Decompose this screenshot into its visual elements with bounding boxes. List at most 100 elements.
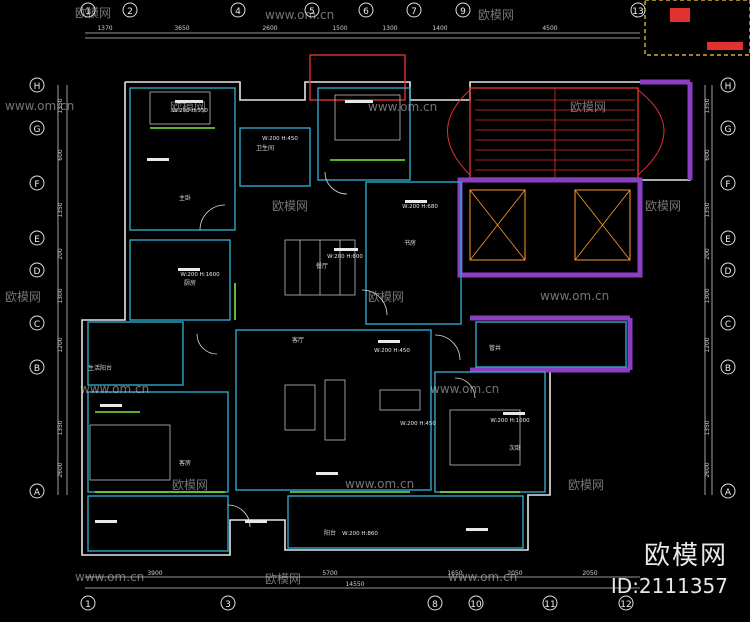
grid-right-bubble: A xyxy=(720,483,736,499)
grid-top-bubble: 5 xyxy=(304,2,320,18)
svg-text:H: H xyxy=(34,82,41,92)
watermark-url-2: www.om.cn xyxy=(5,99,75,113)
svg-text:F: F xyxy=(34,180,39,190)
svg-text:E: E xyxy=(34,235,40,245)
dim-right-label: 1350 xyxy=(704,98,711,113)
dim-right-label: 2600 xyxy=(704,462,711,477)
dim-right-label: 600 xyxy=(704,149,711,161)
purple-walls xyxy=(470,79,693,373)
dim-bottom-label: 2050 xyxy=(582,570,597,577)
watermark-url-9: www.om.cn xyxy=(448,570,518,584)
room-label: 厨房 xyxy=(184,279,196,287)
svg-text:B: B xyxy=(725,364,731,374)
grid-left-bubble: E xyxy=(29,230,45,246)
svg-text:4: 4 xyxy=(235,7,241,17)
watermark-url-6: www.om.cn xyxy=(430,382,500,396)
room-tag-dining: W:200 H:600 xyxy=(327,254,363,260)
grid-right-bubble: G xyxy=(720,120,736,136)
bottom-dimension-line xyxy=(85,576,640,589)
grid-top-bubble: 1 xyxy=(80,2,96,18)
dim-bottom-label: 2050 xyxy=(507,570,522,577)
grid-bottom-bubble: 1 xyxy=(80,595,96,611)
watermark-text-11: 欧模网 xyxy=(265,572,302,586)
room-label: 主卧 xyxy=(179,194,191,202)
left-dimension-line xyxy=(57,85,68,495)
dim-left-label: 2600 xyxy=(57,462,64,477)
dim-right-label: 200 xyxy=(704,248,711,260)
grid-top-bubble: 7 xyxy=(406,2,422,18)
grid-left-bubble: F xyxy=(29,175,45,191)
svg-text:D: D xyxy=(725,267,732,277)
svg-text:G: G xyxy=(34,125,41,135)
svg-text:9: 9 xyxy=(460,7,466,17)
top-dimension-line xyxy=(85,32,640,39)
dim-right-label: 1350 xyxy=(704,420,711,435)
dim-bottom-label: 5700 xyxy=(322,570,337,577)
dim-top-label: 2600 xyxy=(262,25,277,32)
room-label: 卫生间 xyxy=(256,144,274,152)
stair-arcs xyxy=(447,89,665,176)
svg-text:8: 8 xyxy=(432,600,438,610)
grid-left-bubble: D xyxy=(29,262,45,278)
watermark-text-2: 欧模网 xyxy=(478,8,515,22)
svg-text:6: 6 xyxy=(363,7,369,17)
watermark-url-5: www.om.cn xyxy=(80,382,150,396)
grid-bottom-bubble: 10 xyxy=(468,595,484,611)
dim-right-label: 1300 xyxy=(704,288,711,303)
watermark-text-7: 欧模网 xyxy=(5,290,42,304)
dim-left-label: 600 xyxy=(57,149,64,161)
room-label: 生活阳台 xyxy=(88,364,112,372)
watermark-url-1: www.om.cn xyxy=(265,8,335,22)
grid-bottom-markers: 1 3 8 10 11 12 xyxy=(80,595,634,611)
dim-right-label: 1350 xyxy=(704,202,711,217)
watermark-url-8: www.om.cn xyxy=(75,570,145,584)
svg-text:1: 1 xyxy=(85,600,91,610)
room-label: 管井 xyxy=(489,344,501,352)
grid-left-bubble: B xyxy=(29,359,45,375)
dim-top-label: 1300 xyxy=(382,25,397,32)
grid-top-bubble: 9 xyxy=(455,2,471,18)
room-tag-kitchen: W:200 H:1600 xyxy=(180,272,220,278)
grid-right-bubble: D xyxy=(720,262,736,278)
elevator-shafts xyxy=(457,177,643,278)
svg-text:5: 5 xyxy=(309,7,315,17)
grid-bottom-bubble: 11 xyxy=(542,595,558,611)
watermark-text-10: 欧模网 xyxy=(568,478,605,492)
svg-text:D: D xyxy=(34,267,41,277)
grid-right-bubble: H xyxy=(720,77,736,93)
dim-top-label: 1500 xyxy=(332,25,347,32)
svg-text:3: 3 xyxy=(225,600,231,610)
watermark-text-4: 欧模网 xyxy=(570,100,607,114)
grid-bottom-bubble: 3 xyxy=(220,595,236,611)
watermark-text-1: 欧模网 xyxy=(75,6,112,20)
watermark-text-3: 欧模网 xyxy=(170,100,207,114)
dim-top-label: 1370 xyxy=(97,25,112,32)
grid-top-bubble: 6 xyxy=(358,2,374,18)
svg-text:1: 1 xyxy=(85,7,91,17)
grid-bottom-bubble: 8 xyxy=(427,595,443,611)
right-dimension-line xyxy=(704,85,713,495)
watermark-url-4: www.om.cn xyxy=(540,289,610,303)
room-label: 次卧 xyxy=(509,444,521,452)
svg-text:B: B xyxy=(34,364,40,374)
room-tag-master: W:200 H:550 xyxy=(172,108,208,114)
svg-text:A: A xyxy=(725,488,732,498)
grid-top-bubble: 4 xyxy=(230,2,246,18)
dim-left-label: 1350 xyxy=(57,98,64,113)
svg-text:H: H xyxy=(725,82,732,92)
watermark-url-3: www.om.cn xyxy=(368,100,438,114)
dim-top-label: 4500 xyxy=(542,25,557,32)
room-tag-study: W:200 H:680 xyxy=(402,204,438,210)
room-tag-marks xyxy=(95,100,525,531)
title-block xyxy=(644,0,750,56)
svg-text:C: C xyxy=(34,320,40,330)
dim-left-label: 1350 xyxy=(57,202,64,217)
svg-text:12: 12 xyxy=(620,600,631,610)
grid-left-bubble: A xyxy=(29,483,45,499)
